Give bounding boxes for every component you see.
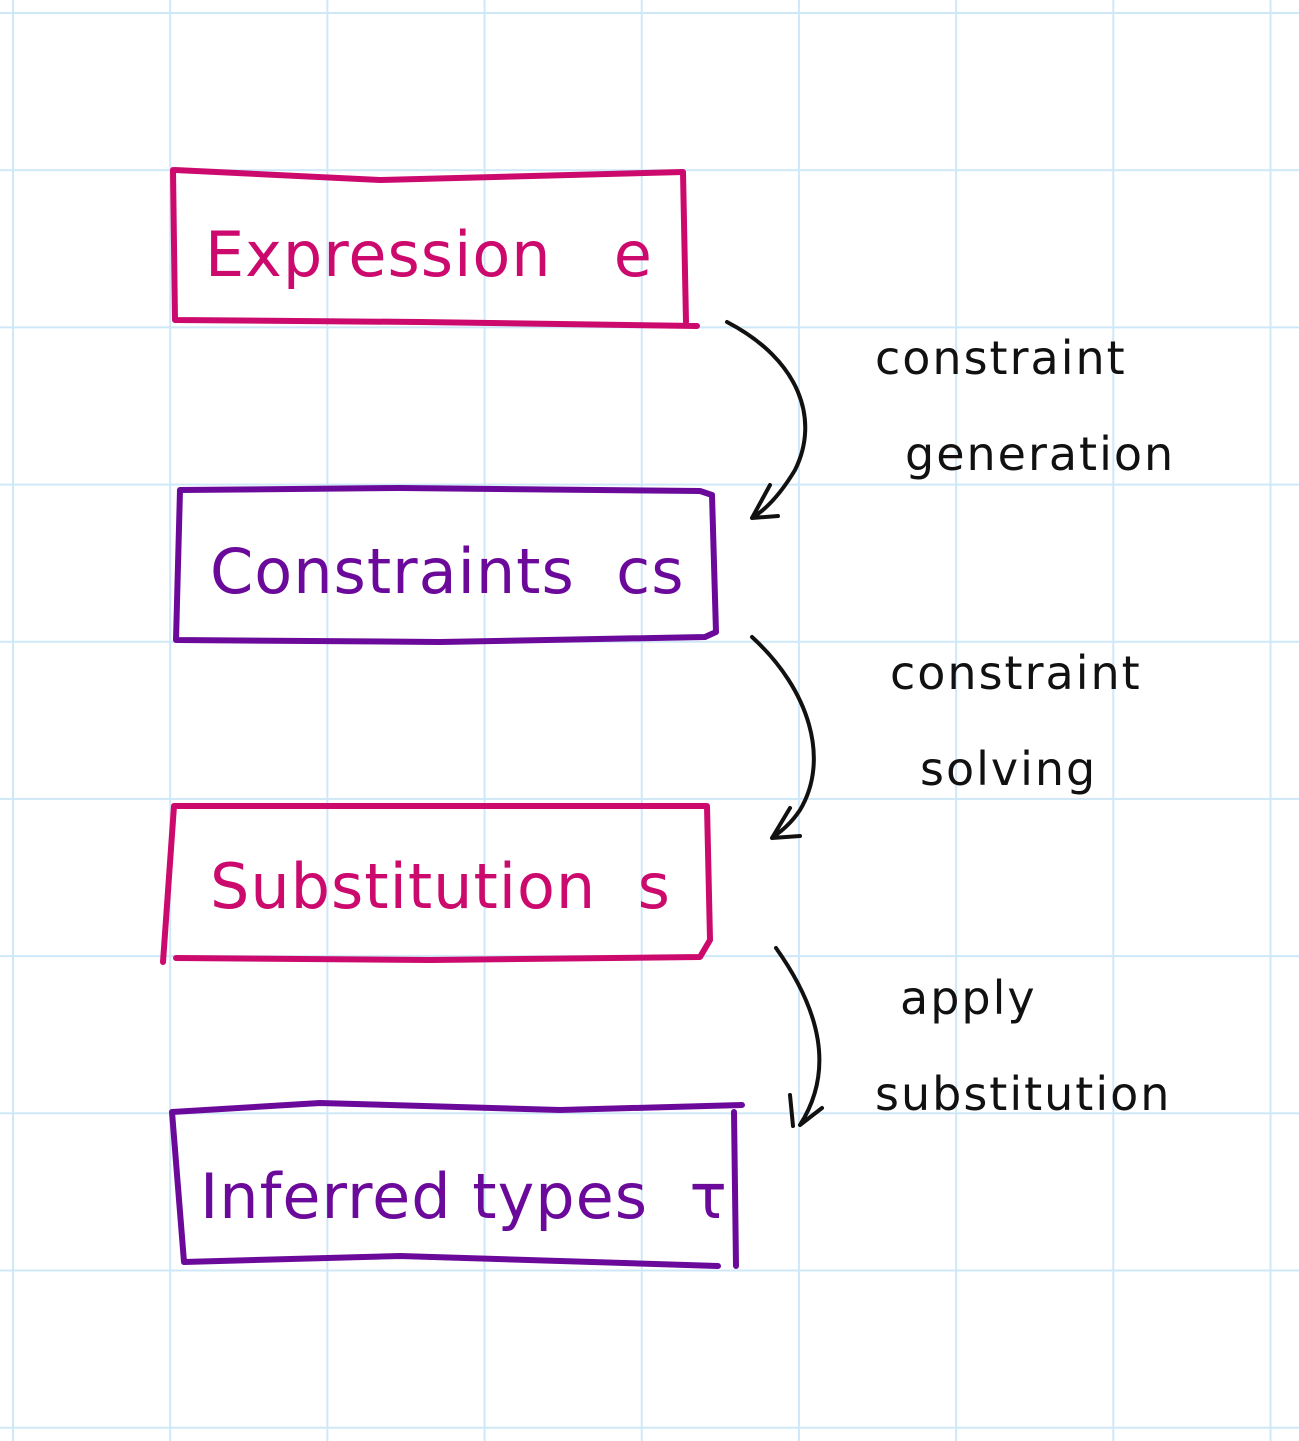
arrow-solving bbox=[750, 635, 816, 840]
box-label-inferred-types: Inferred types τ bbox=[200, 1160, 728, 1233]
arrow-generation bbox=[725, 320, 808, 520]
box-expression bbox=[170, 167, 700, 329]
box-label-substitution: Substitution s bbox=[210, 850, 671, 923]
box-constraints bbox=[173, 485, 719, 645]
arrow-apply bbox=[774, 946, 824, 1128]
box-label-constraints: Constraints cs bbox=[210, 535, 685, 608]
box-substitution bbox=[160, 803, 713, 965]
box-label-expression: Expression e bbox=[205, 218, 653, 291]
box-inferred-types bbox=[169, 1100, 745, 1269]
